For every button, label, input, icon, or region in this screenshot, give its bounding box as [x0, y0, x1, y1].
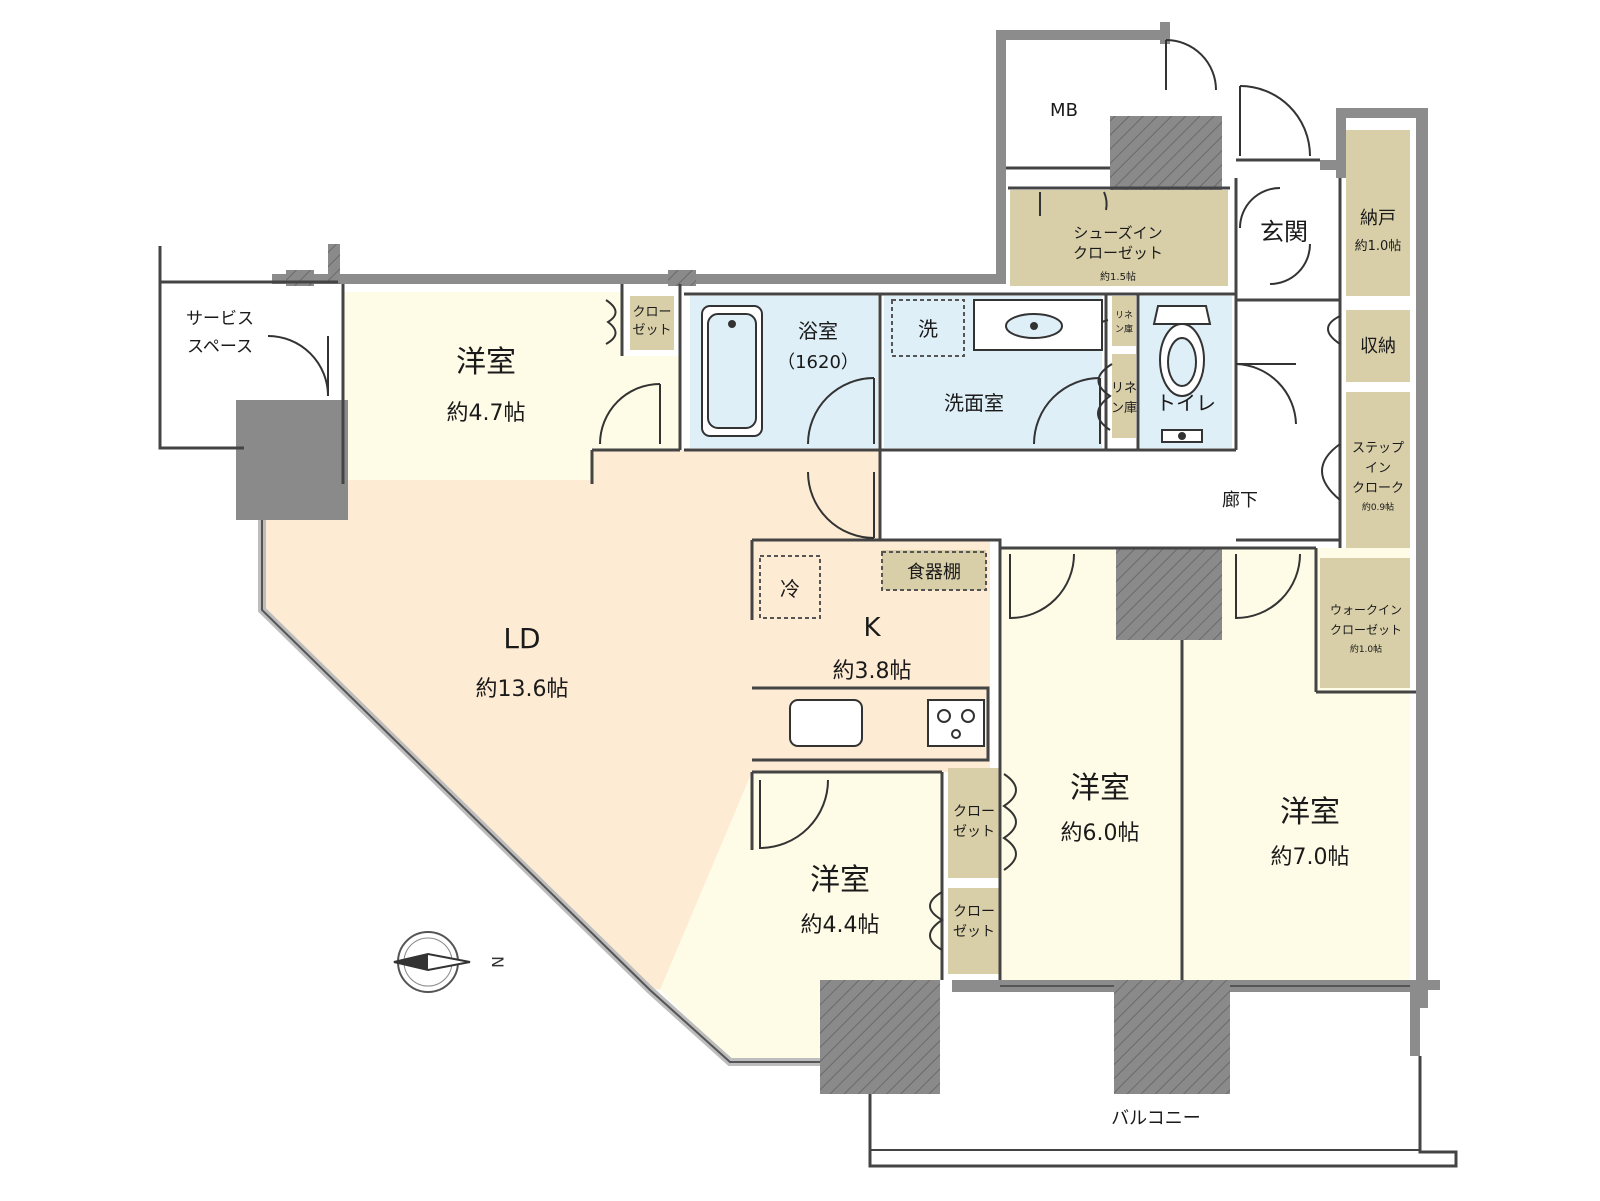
shuno-floor [1346, 310, 1410, 382]
inner-walls [158, 158, 1416, 980]
compass-icon [393, 931, 471, 993]
balcony-outline [868, 1056, 1458, 1168]
room-size-western-c: 約6.0帖 [1061, 821, 1140, 846]
closet-b-label-1: クロー [953, 904, 995, 920]
pillar [1110, 116, 1222, 190]
room-name-bath: 浴室 [798, 319, 838, 343]
service-space-line2: スペース [187, 337, 253, 357]
closet-c-floor [948, 768, 1000, 878]
closet-a-label-1: クロー [632, 305, 671, 320]
room-name-ld: LD [503, 622, 540, 655]
window-wall [258, 520, 820, 1066]
room-name-balcony: バルコニー [1111, 1108, 1201, 1129]
fridge-spot [759, 555, 821, 619]
washer-spot [891, 299, 965, 357]
shoes-closet-size: 約1.5帖 [1100, 270, 1136, 283]
dish-shelf-floor [882, 550, 986, 590]
nando-size: 約1.0帖 [1355, 239, 1402, 254]
service-space-line1: サービス [186, 309, 254, 329]
walk-in-label-1: ウォークイン [1330, 603, 1402, 617]
room-size-ld: 約13.6帖 [476, 677, 569, 702]
linen-floor [1112, 354, 1136, 438]
room-name-entrance: 玄関 [1260, 218, 1308, 246]
room-name-corridor: 廊下 [1222, 490, 1258, 511]
closet-c-label-1: クロー [953, 804, 995, 820]
step-in-label-1: ステップ [1352, 441, 1404, 456]
walk-in-floor [1320, 558, 1410, 688]
closet-a-floor [630, 296, 674, 350]
bathtub [701, 305, 763, 437]
room-size-kitchen: 約3.8帖 [833, 659, 912, 684]
pillar [668, 270, 696, 286]
shuno-label: 収納 [1360, 336, 1396, 357]
washer-label: 洗 [918, 317, 938, 341]
nando-floor [1346, 130, 1410, 296]
room-sub-bath: （1620） [777, 352, 859, 373]
room-name-western-a: 洋室 [456, 345, 516, 380]
doors [267, 39, 1311, 850]
cooktop [927, 699, 985, 747]
dish-shelf-label: 食器棚 [907, 562, 961, 583]
closet-b-floor [948, 888, 1000, 974]
room-name-washroom: 洗面室 [944, 391, 1004, 415]
wash-basin [973, 299, 1103, 351]
room-name-toilet: トイレ [1156, 391, 1216, 415]
pillar [328, 244, 340, 284]
linen-small-label-2: ン庫 [1115, 323, 1133, 335]
pillar [286, 270, 314, 286]
nando-label: 納戸 [1360, 208, 1396, 229]
compass-label: N [488, 956, 507, 968]
shoes-closet-label-2: クローゼット [1073, 244, 1163, 262]
western-a-floor [343, 292, 680, 480]
room-size-western-b: 約4.4帖 [801, 913, 880, 938]
room-name-western-b: 洋室 [810, 863, 870, 898]
room-name-mb: MB [1050, 100, 1078, 121]
room-size-western-d: 約7.0帖 [1271, 845, 1350, 870]
walk-in-size: 約1.0帖 [1350, 643, 1382, 655]
step-in-label-2: イン [1365, 461, 1391, 476]
room-size-western-a: 約4.7帖 [447, 401, 526, 426]
closet-b-label-2: ゼット [953, 924, 995, 940]
fridge-label: 冷 [780, 577, 800, 601]
room-name-western-d: 洋室 [1280, 795, 1340, 830]
pillar [1114, 980, 1230, 1094]
closet-a-label-2: ゼット [632, 323, 671, 338]
walk-in-label-2: クローゼット [1330, 623, 1402, 637]
step-in-label-3: クローク [1352, 481, 1404, 496]
room-name-western-c: 洋室 [1070, 771, 1130, 806]
room-name-kitchen: K [863, 613, 881, 643]
kitchen-sink [789, 699, 863, 747]
pillar [236, 400, 348, 520]
shoes-closet-label-1: シューズイン [1073, 224, 1162, 242]
linen-small-floor [1112, 296, 1136, 346]
western-b-floor [660, 772, 942, 1060]
dish-shelf [881, 551, 987, 591]
shoes-closet-floor [1010, 190, 1228, 286]
linen-label-1: リネ [1111, 381, 1137, 396]
pillar [1116, 548, 1222, 640]
closet-c-label-2: ゼット [953, 824, 995, 840]
ld-floor [262, 450, 880, 990]
toilet-fixture [1152, 305, 1212, 443]
step-in-size: 約0.9帖 [1362, 501, 1394, 513]
pillar [820, 980, 940, 1094]
closet-leaves [605, 299, 1341, 951]
linen-label-2: ン庫 [1111, 401, 1137, 416]
step-in-floor [1346, 392, 1410, 548]
linen-small-label-1: リネ [1115, 310, 1133, 321]
